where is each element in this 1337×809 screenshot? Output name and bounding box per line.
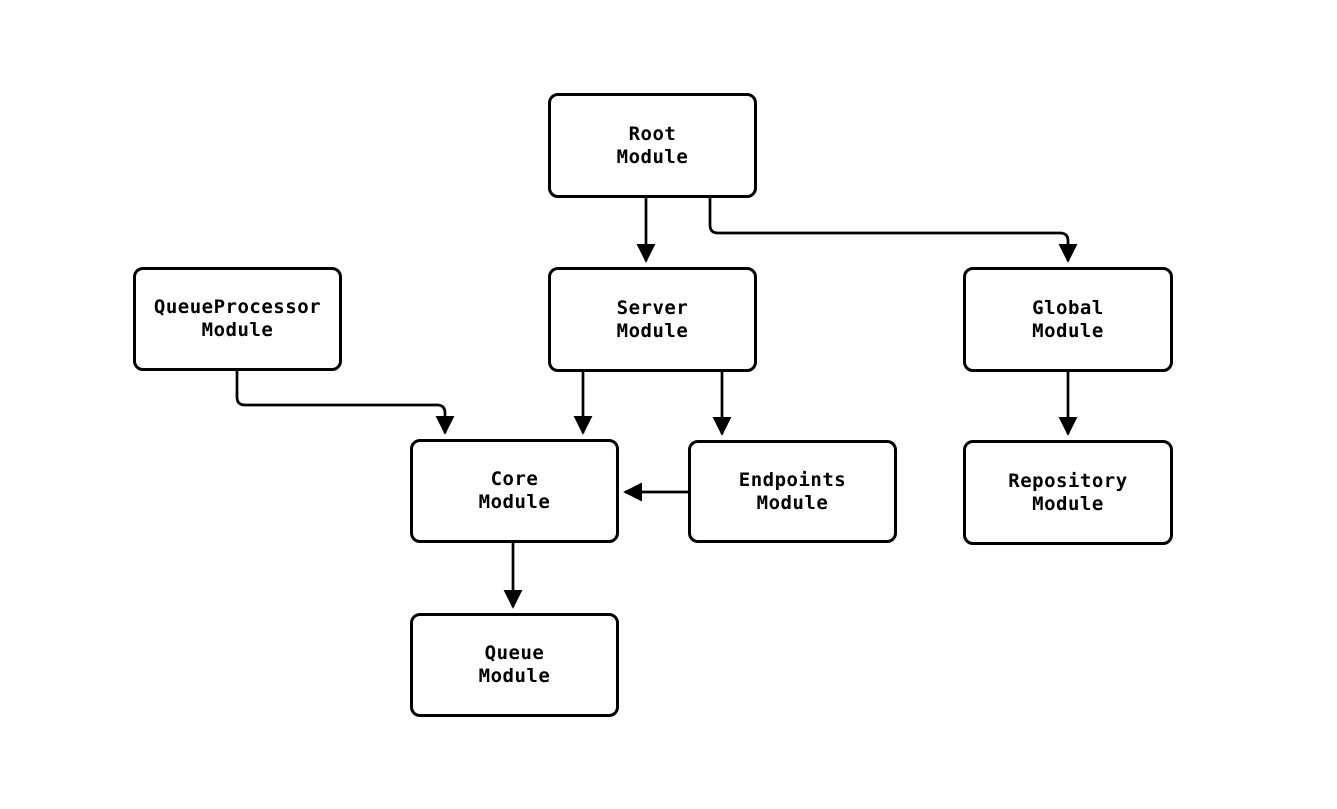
node-endpoints-module: Endpoints Module [688,440,897,543]
node-queue-module-name: Queue [484,642,545,664]
node-server-module: Server Module [548,267,757,372]
node-queueprocessor-module-suffix: Module [201,319,274,341]
node-queue-module: Queue Module [410,613,619,717]
node-core-module-suffix: Module [478,491,551,513]
node-global-module-suffix: Module [1032,319,1104,342]
node-server-module-suffix: Module [616,319,689,342]
node-repository-module: Repository Module [963,440,1173,545]
node-global-module-name: Global [1032,296,1104,319]
node-queueprocessor-module-name: QueueProcessor [153,296,322,318]
edge-queueprocessor-to-core [235,371,455,435]
node-root-module-name: Root [628,122,677,145]
node-endpoints-module-name: Endpoints [738,468,847,491]
node-global-module: Global Module [963,267,1173,372]
node-endpoints-module-suffix: Module [756,491,829,514]
node-repository-module-suffix: Module [1032,492,1104,515]
node-core-module-name: Core [490,468,539,490]
node-core-module: Core Module [410,439,619,543]
edge-root-to-global [708,198,1078,263]
node-root-module-suffix: Module [616,145,689,168]
node-server-module-name: Server [616,296,689,319]
node-repository-module-name: Repository [1008,469,1128,492]
node-queue-module-suffix: Module [478,665,551,687]
node-queueprocessor-module: QueueProcessor Module [133,267,342,371]
node-root-module: Root Module [548,93,757,198]
